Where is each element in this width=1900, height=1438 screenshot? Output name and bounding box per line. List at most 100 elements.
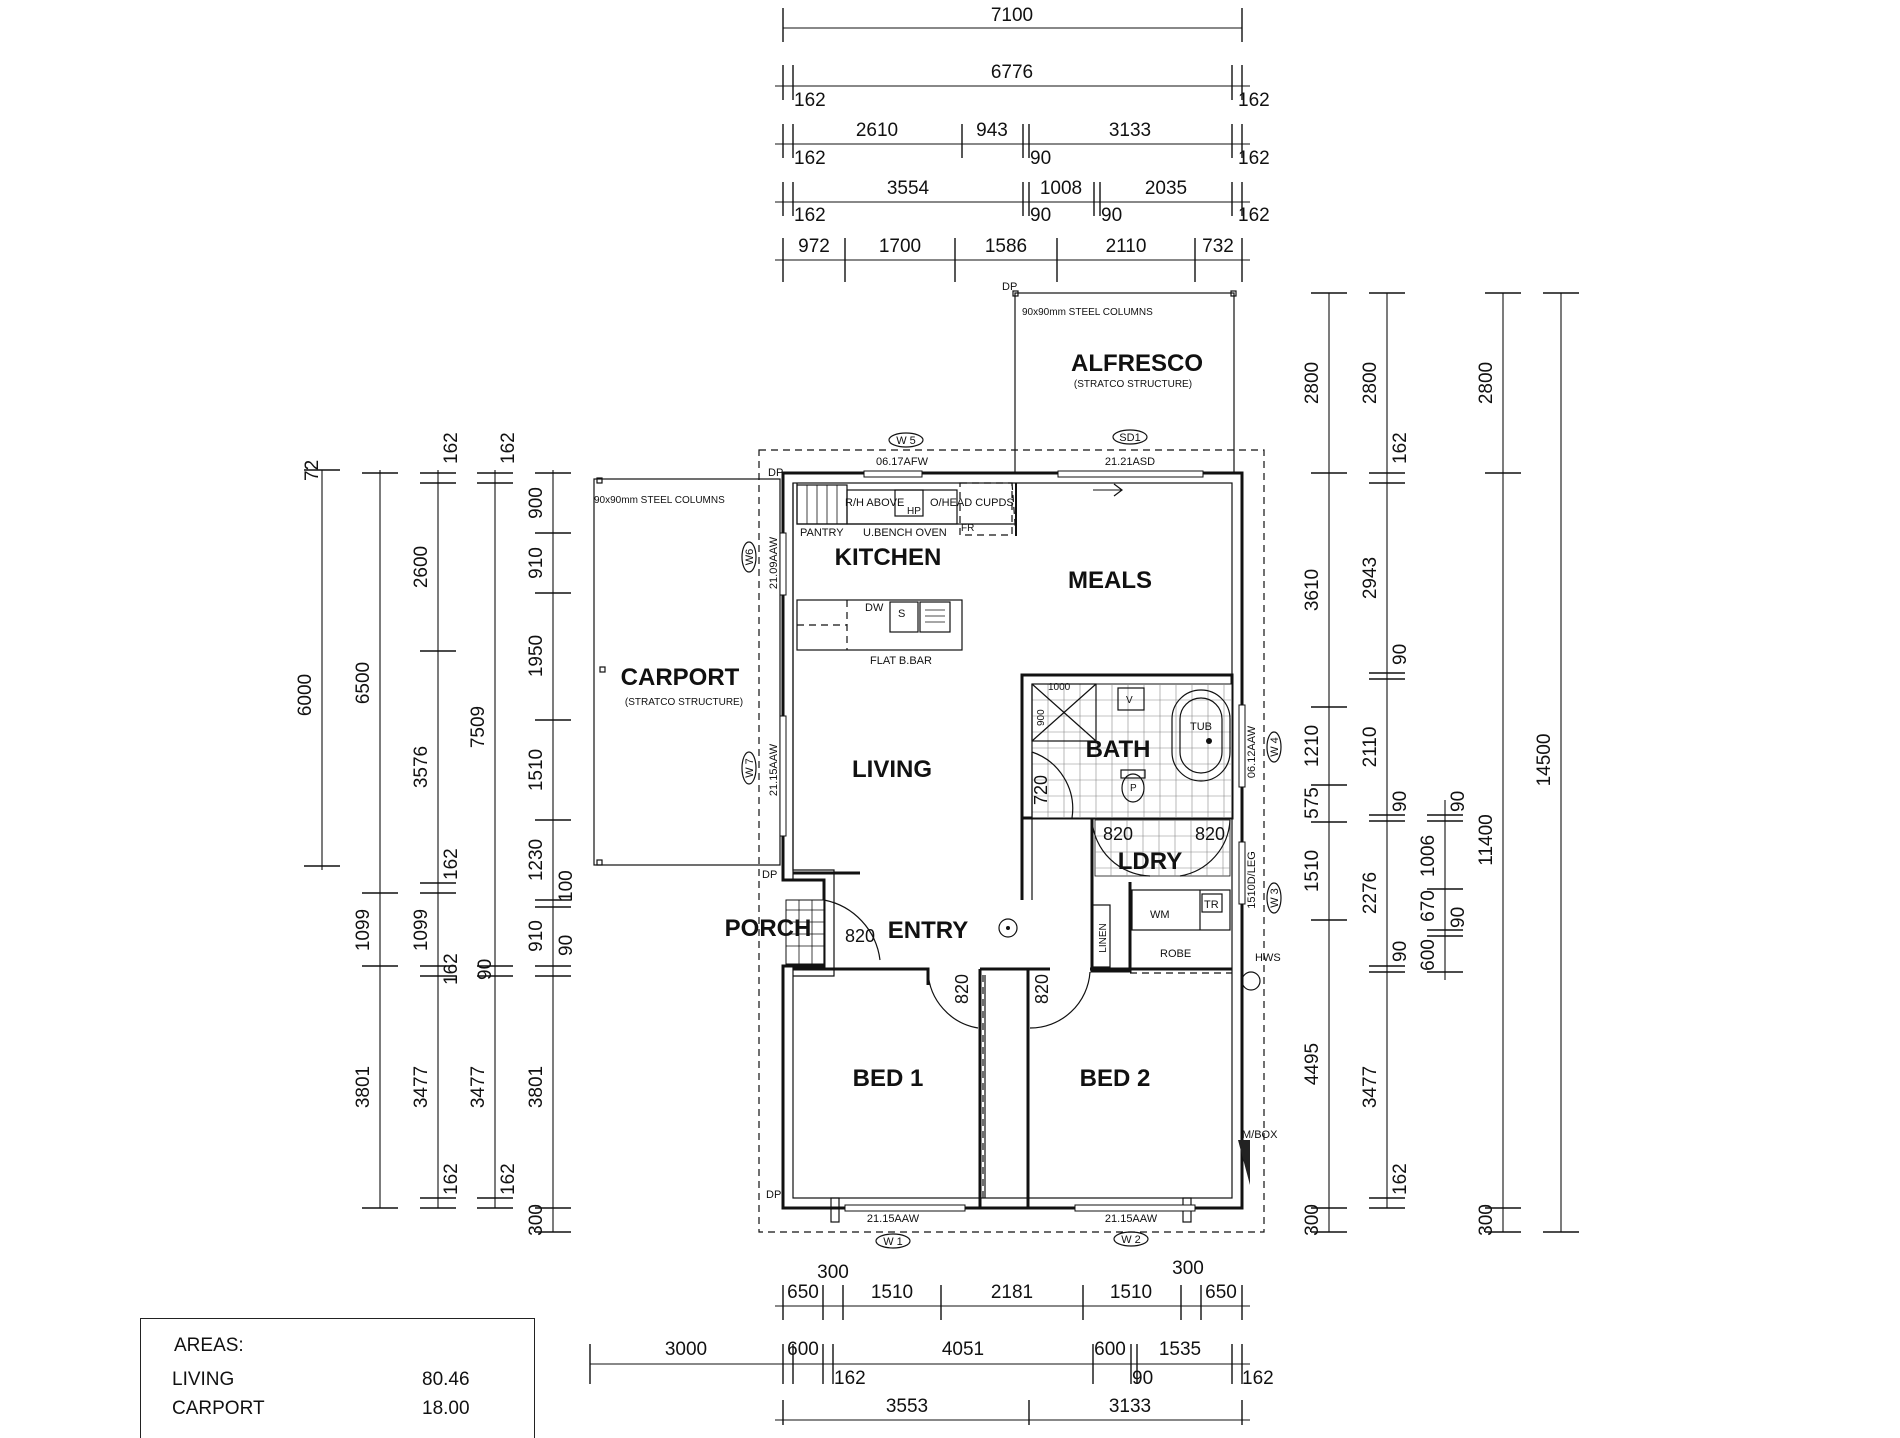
plan-label: 90 [1390, 791, 1411, 812]
entry-area: 820 PORCH ENTRY 820 820 [725, 899, 1091, 1029]
laundry-area: WM TR 820 820 LDRY LINEN ROBE HWS M/BOX [1090, 818, 1281, 1185]
plan-label: 1006 [1418, 835, 1439, 877]
plan-label: DP [768, 467, 783, 479]
plan-label: 1099 [353, 909, 374, 951]
plan-label: 72 [302, 460, 323, 481]
tag-w1: W 1 [883, 1236, 903, 1248]
plan-label: HP [907, 506, 921, 517]
plan-label: 162 [441, 953, 462, 985]
room-living: LIVING [852, 756, 932, 783]
plan-label: 972 [798, 236, 830, 257]
bath-area: 1000 900 V TUB P BATH 720 [1020, 673, 1234, 820]
plan-label: FLAT B.BAR [870, 655, 932, 667]
plan-label: 06.17AFW [876, 456, 929, 468]
areas-table: AREAS: LIVING 80.46 CARPORT 18.00 [140, 1318, 535, 1438]
plan-label: P [1130, 783, 1137, 794]
dim-top-wall-l: 162 [794, 90, 826, 111]
plan-label: V [1126, 695, 1133, 706]
tag-sd1: SD1 [1119, 432, 1140, 444]
plan-label: 900 [1036, 709, 1047, 726]
plan-label: 2276 [1360, 872, 1381, 914]
plan-label: LINEN [1098, 923, 1109, 952]
plan-label: 21.09AAW [768, 536, 780, 589]
areas-title: AREAS: [174, 1335, 244, 1356]
plan-label: 2600 [411, 546, 432, 588]
plan-label: 670 [1418, 890, 1439, 922]
windows: W 5 06.17AFW SD1 21.21ASD W6 21.09AAW W … [741, 429, 1282, 1249]
areas-row-value: 18.00 [422, 1398, 470, 1419]
plan-label: 1510 [526, 749, 547, 791]
dim-top-inner: 6776 [991, 62, 1033, 83]
plan-label: ROBE [1160, 948, 1191, 960]
alfresco-structure: DP 90x90mm STEEL COLUMNS ALFRESCO (STRAT… [1002, 281, 1237, 474]
right-dimensions: 2800 3610 1210 575 1510 4495 300 2800 16… [1302, 292, 1579, 1236]
plan-label: TUB [1190, 721, 1212, 733]
left-dimensions: 72 6000 6500 1099 3801 162 2600 3576 162… [295, 432, 577, 1236]
areas-row-value: 80.46 [422, 1369, 470, 1390]
plan-label: 162 [794, 148, 826, 169]
dim-top-wall-r: 162 [1238, 90, 1270, 111]
tag-w5: W 5 [896, 435, 916, 447]
plan-label: 720 [1031, 775, 1051, 805]
plan-label: 2610 [856, 120, 898, 141]
tag-w6: W6 [744, 549, 756, 566]
tag-w7: W 7 [744, 758, 756, 778]
plan-label: FR [961, 523, 974, 534]
plan-label: 162 [1390, 432, 1411, 464]
plan-label: M/BOX [1242, 1129, 1278, 1141]
plan-label: PANTRY [800, 527, 844, 539]
plan-label: 1210 [1302, 725, 1323, 767]
plan-label: 90 [1030, 148, 1051, 169]
plan-label: 820 [1103, 824, 1133, 844]
plan-label: 3477 [468, 1066, 489, 1108]
areas-row: LIVING 80.46 [172, 1369, 502, 1391]
plan-label: 600 [787, 1339, 819, 1360]
plan-label: 162 [441, 1163, 462, 1195]
plan-label: 2800 [1360, 362, 1381, 404]
room-carport: CARPORT [621, 664, 740, 691]
plan-label: 650 [1205, 1282, 1237, 1303]
plan-label: 300 [1172, 1258, 1204, 1279]
plan-label: 90 [1101, 205, 1122, 226]
carport-structure: DP DP 90x90mm STEEL COLUMNS CARPORT (STR… [593, 467, 783, 881]
plan-label: 3133 [1109, 120, 1151, 141]
dim-top-total: 7100 [991, 5, 1033, 26]
plan-label: DP [1002, 281, 1017, 293]
plan-label: 90 [1390, 644, 1411, 665]
plan-label: 162 [441, 432, 462, 464]
tag-w2: W 2 [1121, 1234, 1141, 1246]
plan-label: 2800 [1302, 362, 1323, 404]
plan-label: (STRATCO STRUCTURE) [625, 697, 743, 708]
plan-label: 90 [556, 935, 577, 956]
room-entry: ENTRY [888, 917, 968, 944]
plan-label: 3576 [411, 746, 432, 788]
plan-label: 650 [787, 1282, 819, 1303]
plan-label: 1008 [1040, 178, 1082, 199]
plan-label: 21.21ASD [1105, 456, 1155, 468]
plan-label: 7509 [468, 706, 489, 748]
tag-w3: W 3 [1269, 888, 1281, 908]
plan-label: 6500 [353, 662, 374, 704]
plan-label: 1099 [411, 909, 432, 951]
plan-label: 2110 [1360, 727, 1381, 768]
plan-label: 21.15AAW [1105, 1213, 1158, 1225]
plan-label: 1950 [526, 635, 547, 677]
bottom-dimensions: 300 300 650 1510 2181 1510 650 3000 600 … [589, 1258, 1274, 1425]
plan-label: S [898, 608, 905, 620]
plan-label: 3610 [1302, 569, 1323, 611]
plan-label: 2181 [991, 1282, 1033, 1303]
plan-label: 300 [817, 1262, 849, 1283]
plan-label: 21.15AAW [867, 1213, 920, 1225]
plan-label: 1700 [879, 236, 921, 257]
plan-label: 162 [1390, 1163, 1411, 1195]
plan-label: 4495 [1302, 1043, 1323, 1085]
areas-row-label: LIVING [172, 1369, 235, 1390]
plan-label: 90 [1448, 791, 1469, 812]
plan-label: 820 [845, 926, 875, 946]
plan-label: 1510 [1110, 1282, 1152, 1303]
plan-label: 162 [441, 848, 462, 880]
plan-label: 732 [1202, 236, 1234, 257]
plan-label: 575 [1302, 787, 1323, 819]
room-bed1: BED 1 [853, 1065, 924, 1092]
plan-label: 300 [1302, 1204, 1323, 1236]
